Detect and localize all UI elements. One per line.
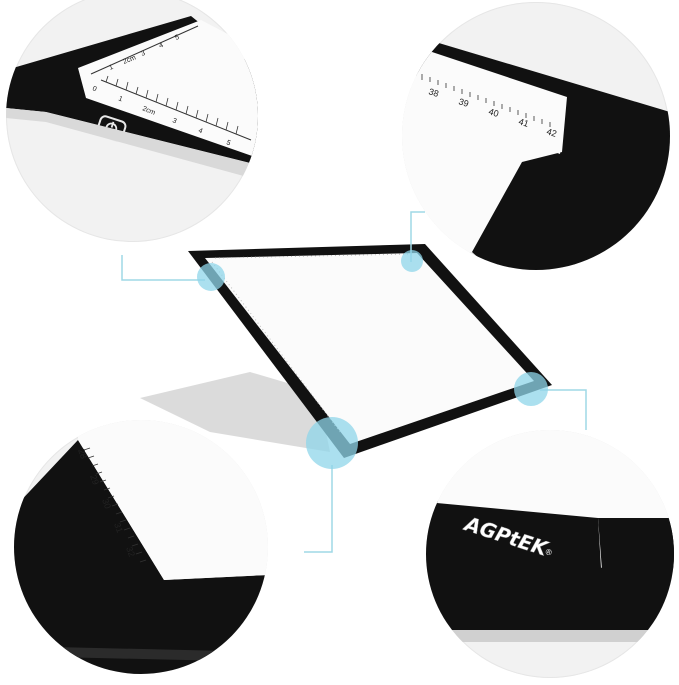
ruler-top-label: 3 — [140, 50, 146, 58]
ruler-label: 41 — [517, 116, 530, 129]
ruler-label: 39 — [457, 96, 470, 109]
highlight-right — [514, 372, 548, 406]
ruler-bottom-label: 0 — [91, 85, 97, 93]
connector-top-left — [121, 255, 205, 281]
ruler-label: 32 — [124, 545, 137, 558]
ruler-label: 38 — [427, 86, 440, 99]
highlight-bottom — [306, 417, 358, 469]
ruler-bottom-label: 4 — [197, 127, 203, 135]
ruler-bottom-label: 2cm — [141, 105, 156, 117]
ruler-bottom-label: 5 — [225, 139, 231, 147]
registered-mark: ® — [543, 547, 553, 558]
connector-right — [540, 389, 587, 430]
ruler-top-label: 4 — [158, 42, 164, 50]
zoom-circle-top-right: 38 39 40 41 42 — [402, 2, 670, 270]
ruler-bottom-label: 3 — [171, 117, 177, 125]
ruler-bottom-label: 1 — [117, 95, 123, 103]
ruler-top-label: 5 — [174, 34, 180, 42]
ruler-label: 30 — [100, 497, 113, 510]
ruler-label: 31 — [112, 521, 125, 534]
zoom-circle-bottom-right: AGPtEK ® — [426, 430, 674, 678]
zoom-circle-bottom-left: 28 29 30 31 32 — [14, 420, 268, 674]
ruler-label: 40 — [487, 106, 500, 119]
ruler-top-label: 2cm — [122, 54, 137, 66]
ruler-label: 29 — [88, 473, 101, 486]
ruler-label: 42 — [545, 126, 558, 139]
tablet-light-panel — [205, 253, 534, 444]
connector-bottom — [304, 465, 333, 553]
tablet-shadow — [140, 372, 330, 452]
ruler-label: 28 — [76, 447, 89, 460]
zoom-circle-top-left: 1 2cm 3 4 5 0 1 2cm 3 4 5 — [6, 0, 258, 242]
ruler-top-label: 1 — [108, 64, 114, 72]
highlight-top-left — [197, 263, 225, 291]
